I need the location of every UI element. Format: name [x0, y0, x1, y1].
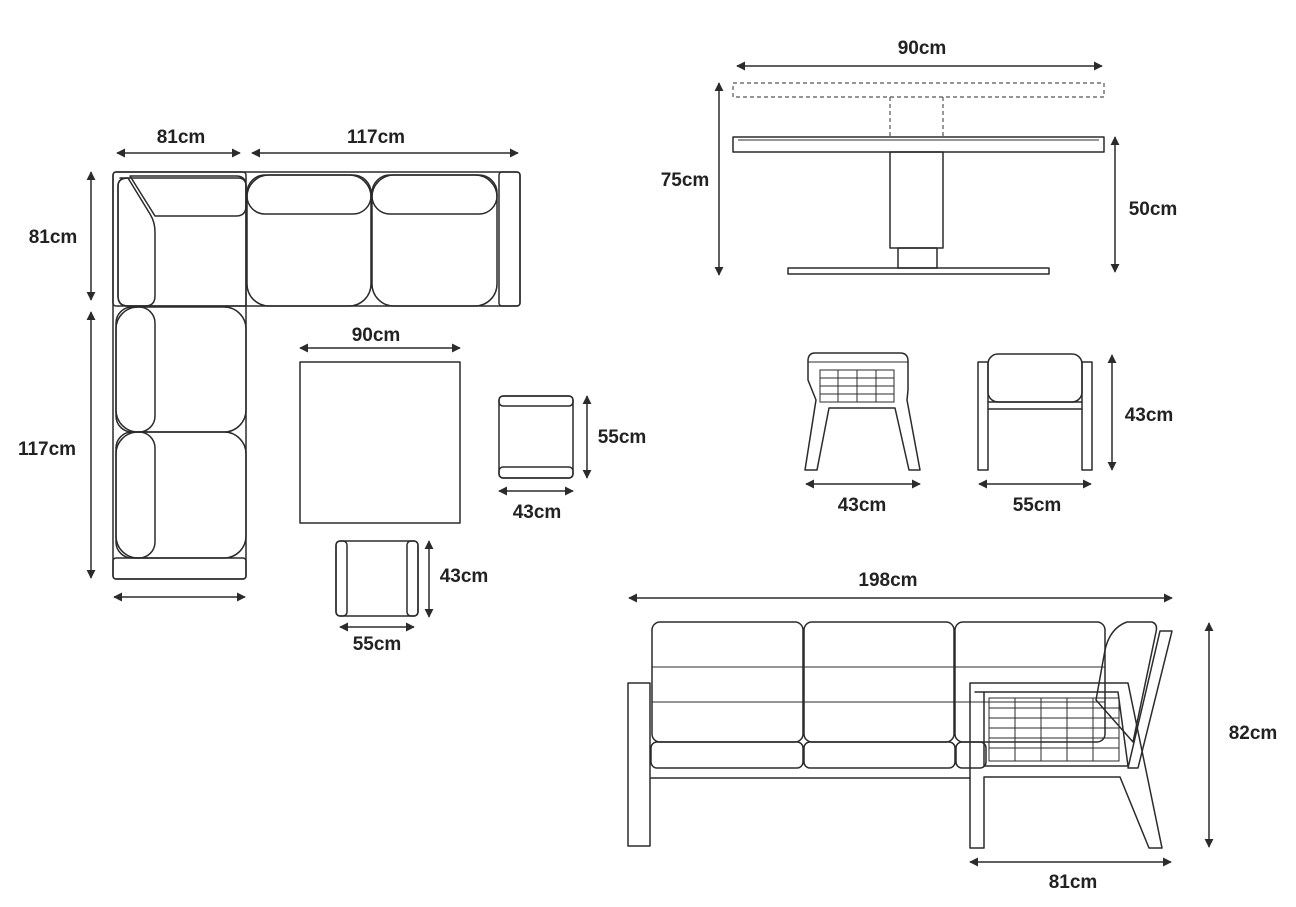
side-seat-2 — [115, 431, 247, 559]
stool-dimensions — [805, 354, 1117, 489]
corner-side-cushion — [117, 177, 156, 307]
stool-front-elevation — [804, 352, 921, 471]
top-seat-1 — [246, 174, 372, 307]
corner-seat — [117, 177, 247, 307]
top-back-cushion-1 — [246, 174, 372, 215]
dim-stool-front-width: 43cm — [838, 495, 887, 516]
table-pedestal — [889, 151, 944, 249]
sofa-front-elevation — [627, 621, 1173, 849]
dim-sofa-arm-depth: 81cm — [1049, 872, 1098, 893]
dim-sofa-height: 82cm — [1229, 723, 1278, 744]
dim-sofa-corner-width: 81cm — [157, 127, 206, 148]
corner-back-cushion — [129, 175, 247, 217]
table-base — [787, 267, 1050, 275]
top-seat-2 — [371, 174, 498, 307]
dim-stool-side-width: 55cm — [1013, 495, 1062, 516]
dim-stool-bottom-width: 55cm — [353, 634, 402, 655]
side-back-cushion-2 — [115, 431, 156, 559]
dim-table-raised-height: 75cm — [661, 170, 710, 191]
plan-dimensions — [86, 148, 592, 632]
sofa-side-end-arm — [112, 557, 247, 580]
side-back-cushion-1 — [115, 306, 156, 433]
dim-stool-bottom-depth: 43cm — [440, 566, 489, 587]
top-back-cushion-2 — [371, 174, 498, 215]
sofa-elevation-dimensions — [628, 593, 1214, 867]
dim-sofa-top-length: 117cm — [347, 127, 405, 148]
dim-stool-right-depth: 55cm — [598, 427, 647, 448]
sofa-top-end-arm — [498, 171, 521, 307]
table-dimensions — [714, 61, 1120, 276]
table-elevation — [732, 82, 1105, 275]
weave-panel — [988, 697, 1120, 762]
dim-sofa-corner-depth: 81cm — [29, 227, 78, 248]
sofa-top-frame — [112, 171, 521, 307]
sofa-side-frame — [112, 171, 247, 580]
dim-sofa-side-length: 117cm — [18, 439, 76, 460]
table-top-raised — [732, 82, 1105, 98]
dim-stool-right-width: 43cm — [513, 502, 562, 523]
sofa-plan-view — [112, 171, 521, 580]
dim-table-lowered-height: 50cm — [1129, 199, 1178, 220]
table-top-lowered — [732, 136, 1105, 153]
table-pedestal-neck — [897, 247, 938, 269]
side-seat-1 — [115, 306, 247, 433]
stool-plan-right — [498, 395, 574, 479]
dim-table-width: 90cm — [352, 325, 401, 346]
dim-table-top-width: 90cm — [898, 38, 947, 59]
stool-side-elevation — [977, 353, 1093, 471]
dim-sofa-total-length: 198cm — [858, 570, 917, 591]
dim-stool-height: 43cm — [1125, 405, 1174, 426]
table-plan-view — [299, 361, 461, 524]
stool-plan-bottom — [335, 540, 419, 617]
